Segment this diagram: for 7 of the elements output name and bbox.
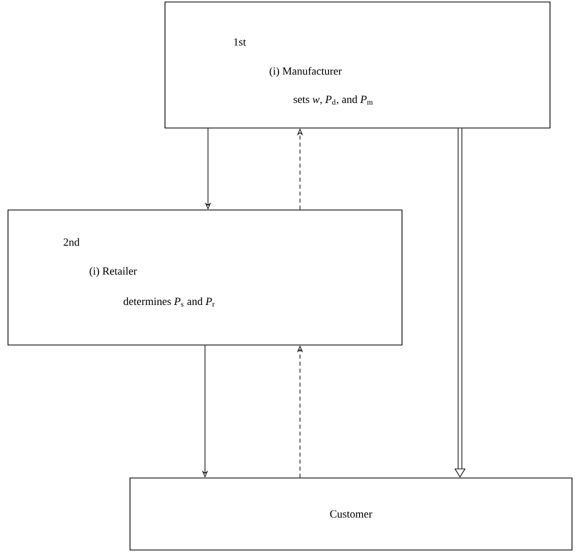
box-text: 2nd bbox=[64, 238, 80, 246]
box-text: Customer bbox=[330, 510, 372, 518]
box-text: determines P$_{s}$ and P$_{r}$ bbox=[124, 297, 215, 307]
box-text: 1st bbox=[234, 38, 246, 46]
box-text: (i) Retailer bbox=[90, 267, 137, 277]
box-text: sets w, P$_{d}$, and P$_{m}$ bbox=[294, 95, 373, 105]
box-text: (i) Manufacturer bbox=[270, 66, 342, 78]
